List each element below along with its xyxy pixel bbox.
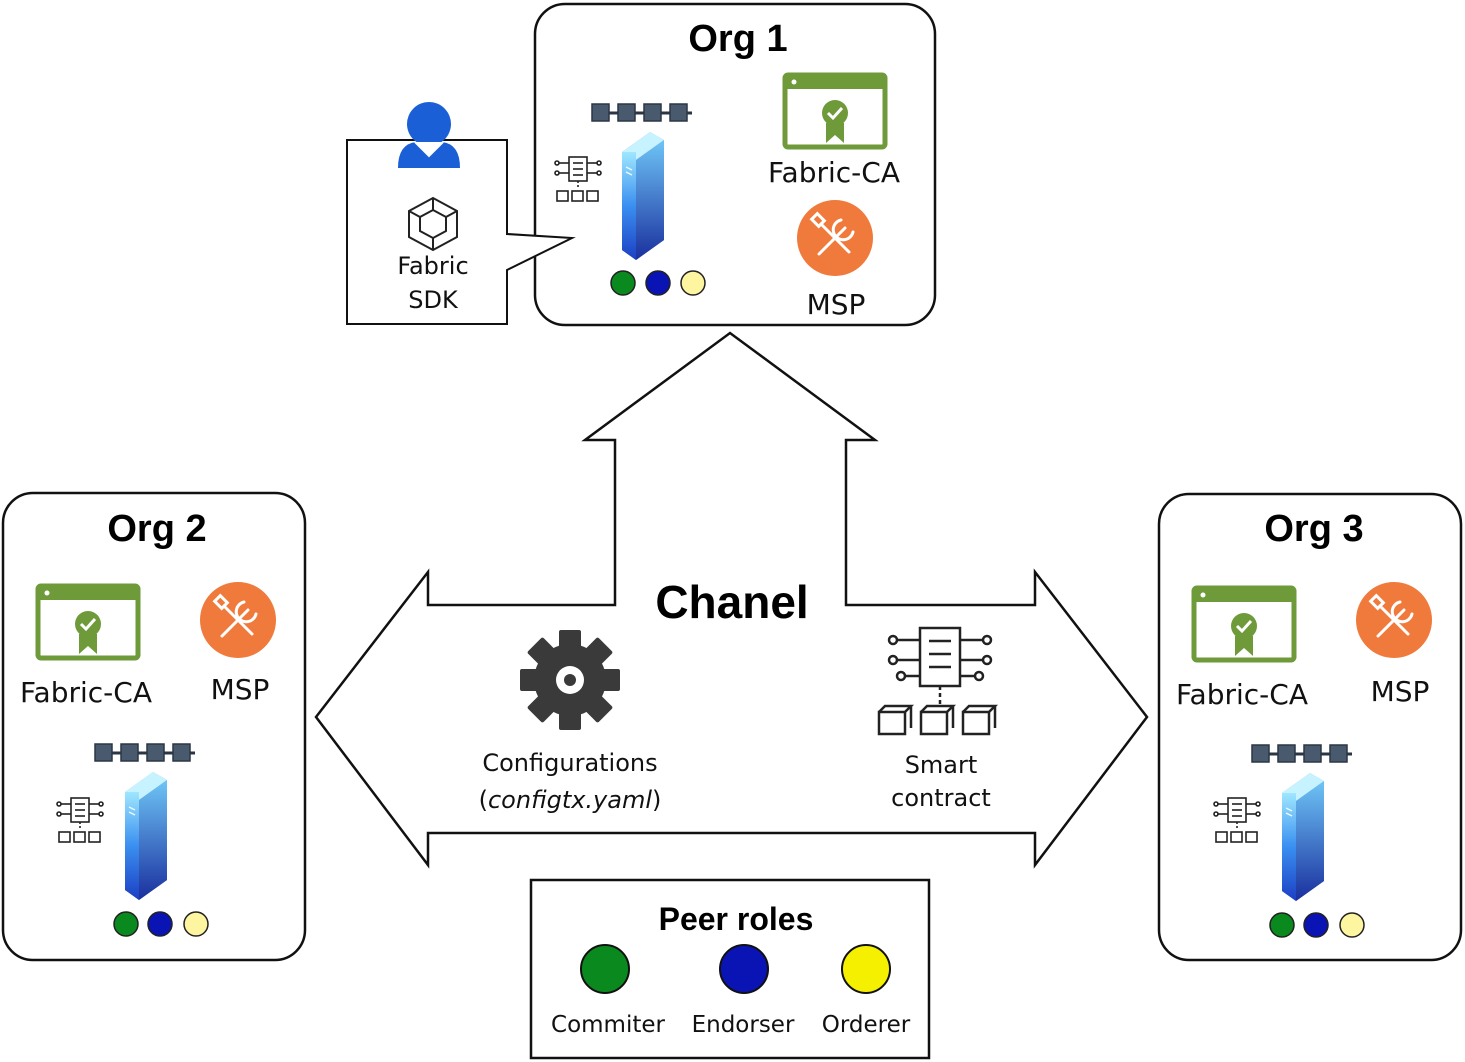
cube-icon (408, 196, 458, 252)
legend-orderer-swatch (841, 944, 891, 994)
org1-orderer-dot (680, 270, 706, 296)
org2-orderer-dot (183, 911, 209, 937)
org2-certificate-icon (38, 586, 138, 658)
gear-icon (520, 630, 620, 730)
org3-orderer-dot (1339, 912, 1365, 938)
smart-contract-label-line1: Smart (905, 751, 978, 779)
user-icon (398, 102, 460, 168)
org3-endorser-dot (1303, 912, 1329, 938)
org2-box: Org 2 Fabric-CA MSP (1, 491, 307, 962)
org2-msp-label: MSP (211, 673, 270, 706)
org1-endorser-dot (645, 270, 671, 296)
sdk-label-line1: Fabric (397, 252, 468, 280)
legend-commiter-label: Commiter (551, 1012, 665, 1038)
org1-msp-label: MSP (807, 288, 866, 321)
org2-commiter-dot (113, 911, 139, 937)
org2-title: Org 2 (107, 508, 206, 550)
org1-box: Org 1 Fabric-CA MSP (533, 2, 937, 327)
legend-endorser-label: Endorser (692, 1012, 795, 1038)
org2-endorser-dot (147, 911, 173, 937)
sdk-callout: Fabric SDK (346, 102, 576, 325)
org1-title: Org 1 (688, 18, 787, 60)
org1-commiter-dot (610, 270, 636, 296)
legend-commiter-swatch (580, 944, 630, 994)
org1-ca-label: Fabric-CA (768, 156, 900, 189)
org3-title: Org 3 (1264, 508, 1363, 550)
legend-endorser-swatch (719, 944, 769, 994)
configurations-file-label: (configtx.yaml) (479, 786, 662, 814)
legend-orderer-label: Orderer (822, 1012, 911, 1038)
org3-box: Org 3 Fabric-CA MSP (1157, 492, 1463, 962)
org3-msp-icon (1354, 580, 1434, 660)
legend-title: Peer roles (659, 901, 814, 937)
org3-ca-label: Fabric-CA (1176, 678, 1308, 711)
org3-commiter-dot (1269, 912, 1295, 938)
org2-ca-label: Fabric-CA (20, 676, 152, 709)
smart-contract-label-line2: contract (891, 784, 991, 812)
configurations-label: Configurations (482, 749, 657, 777)
channel-title: Chanel (655, 576, 808, 628)
org3-msp-label: MSP (1371, 675, 1430, 708)
channel-arrow (314, 331, 1149, 869)
sdk-label-line2: SDK (408, 286, 459, 314)
smart-contract-icon (877, 626, 999, 736)
org1-msp-icon (795, 198, 875, 278)
org3-certificate-icon (1194, 588, 1294, 660)
peer-roles-legend: Peer roles Commiter Endorser Orderer (529, 878, 931, 1060)
org1-certificate-icon (785, 75, 885, 147)
org2-msp-icon (198, 580, 278, 660)
